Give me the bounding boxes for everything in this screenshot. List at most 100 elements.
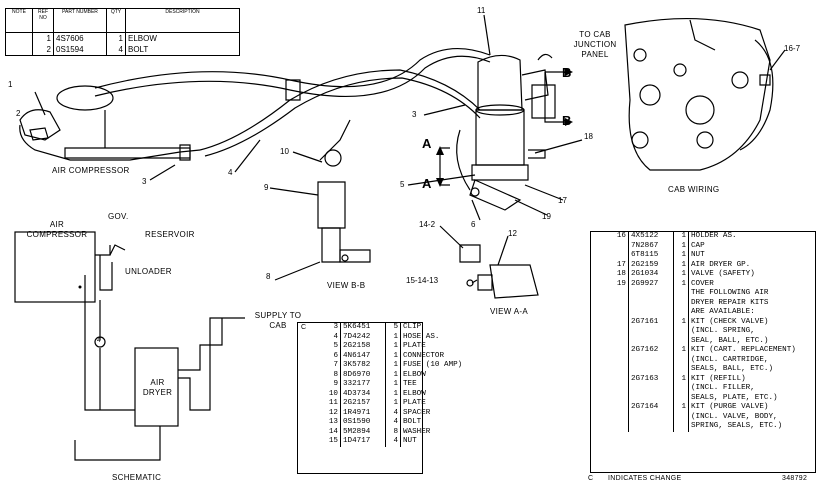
cell-qty: 1 (673, 374, 689, 384)
view-aa-drawing (459, 244, 539, 299)
cell-desc: CONNECTOR (403, 351, 445, 360)
cell-part (628, 289, 674, 299)
cell-qty: 4 (385, 408, 401, 418)
cell-ref (612, 327, 629, 337)
cell-note (598, 346, 612, 356)
cell-part: 2G7163 (628, 374, 674, 384)
cell-ref (612, 384, 629, 394)
cell-ref: 8 (324, 370, 341, 380)
cell-note (598, 422, 612, 432)
view-bb-drawing (317, 119, 371, 263)
cell-note (310, 352, 324, 362)
cell-note (598, 270, 612, 280)
unloader-label: UNLOADER (125, 267, 172, 276)
cell-desc: (INCL. VALVE, BODY, (691, 412, 778, 421)
cell-part: 2G7162 (628, 346, 674, 356)
cell-ref (612, 393, 629, 403)
header-qty: QTY (106, 8, 126, 33)
callout-9: 9 (264, 183, 269, 192)
cell-ref (612, 317, 629, 327)
cell-part: 1D4717 (340, 437, 386, 447)
cell-desc: PLATE (403, 342, 426, 350)
cell-ref: 5 (324, 342, 341, 352)
cell-note (310, 342, 324, 352)
cell-desc: WASHER (403, 427, 431, 436)
cell-desc: COVER (691, 279, 714, 288)
cell-qty: 1 (385, 389, 401, 399)
cell-qty (673, 355, 689, 365)
cell-desc: SEALS, PLATE, ETC.) (691, 393, 778, 402)
cell-note (598, 299, 612, 309)
cell-qty (673, 298, 689, 308)
section-a-marker-bottom: A (422, 176, 432, 191)
cell-note (598, 280, 612, 290)
cell-ref: 19 (612, 279, 629, 289)
cell-desc: ELBOW (125, 32, 240, 44)
cell-part: 7D4242 (340, 332, 386, 342)
cell-ref (612, 374, 629, 384)
callout-18: 18 (584, 132, 593, 141)
cell-ref: 11 (324, 399, 341, 409)
cell-part (628, 355, 674, 365)
cell-qty: 4 (385, 437, 401, 447)
cell-part: 5M2894 (340, 427, 386, 437)
cell-note (598, 251, 612, 261)
cell-ref: 10 (324, 389, 341, 399)
cell-desc: BOLT (403, 418, 422, 426)
cell-note (598, 375, 612, 385)
table-row: ARE AVAILABLE: (598, 308, 798, 318)
cell-ref: 15 (324, 437, 341, 447)
cell-qty (673, 384, 689, 394)
to-cab-junction-panel-label: TO CAB JUNCTION PANEL (573, 30, 617, 59)
cell-desc: PLATE (403, 399, 426, 407)
cell-ref: 6 (324, 351, 341, 361)
cell-part: 8D6970 (340, 370, 386, 380)
cell-desc: CAP (691, 241, 705, 250)
middle-parts-box (297, 322, 423, 474)
cell-qty: 1 (673, 403, 689, 413)
cell-qty: 1 (673, 279, 689, 289)
cell-desc: KIT (REFILL) (691, 374, 746, 383)
cell-note (310, 361, 324, 371)
cell-desc: KIT (PURGE VALVE) (691, 403, 769, 411)
cell-note (310, 437, 324, 447)
table-row: 2 0S1594 4 BOLT (6, 43, 240, 56)
callout-17: 17 (558, 196, 567, 205)
cell-qty: 1 (673, 260, 689, 270)
cell-ref (612, 289, 629, 299)
cell-desc: HOSE AS. (403, 332, 440, 341)
supply-to-cab-label: SUPPLY TO CAB (254, 311, 302, 330)
cell-qty: 5 (385, 323, 401, 333)
section-a-marker-top: A (422, 136, 432, 151)
cell-desc: DRYER REPAIR KITS (691, 298, 769, 307)
cell-note (310, 323, 324, 333)
callout-5: 5 (400, 180, 405, 189)
cell-note (310, 380, 324, 390)
cell-ref (612, 355, 629, 365)
callout-11: 11 (477, 6, 486, 15)
table-row: SEAL, BALL, ETC.) (598, 336, 798, 346)
section-b-marker-top: B (562, 65, 572, 80)
cell-note (598, 318, 612, 328)
table-row: THE FOLLOWING AIR (598, 289, 798, 299)
cell-note (598, 403, 612, 413)
cell-qty: 1 (673, 232, 689, 242)
cell-part: 2G2158 (340, 342, 386, 352)
cell-qty: 1 (385, 361, 401, 371)
cell-desc: SEAL, BALL, ETC.) (691, 336, 769, 345)
cell-qty: 8 (385, 427, 401, 437)
cell-part: 4X5122 (628, 232, 674, 242)
air-compressor-label: AIR COMPRESSOR (52, 166, 130, 175)
